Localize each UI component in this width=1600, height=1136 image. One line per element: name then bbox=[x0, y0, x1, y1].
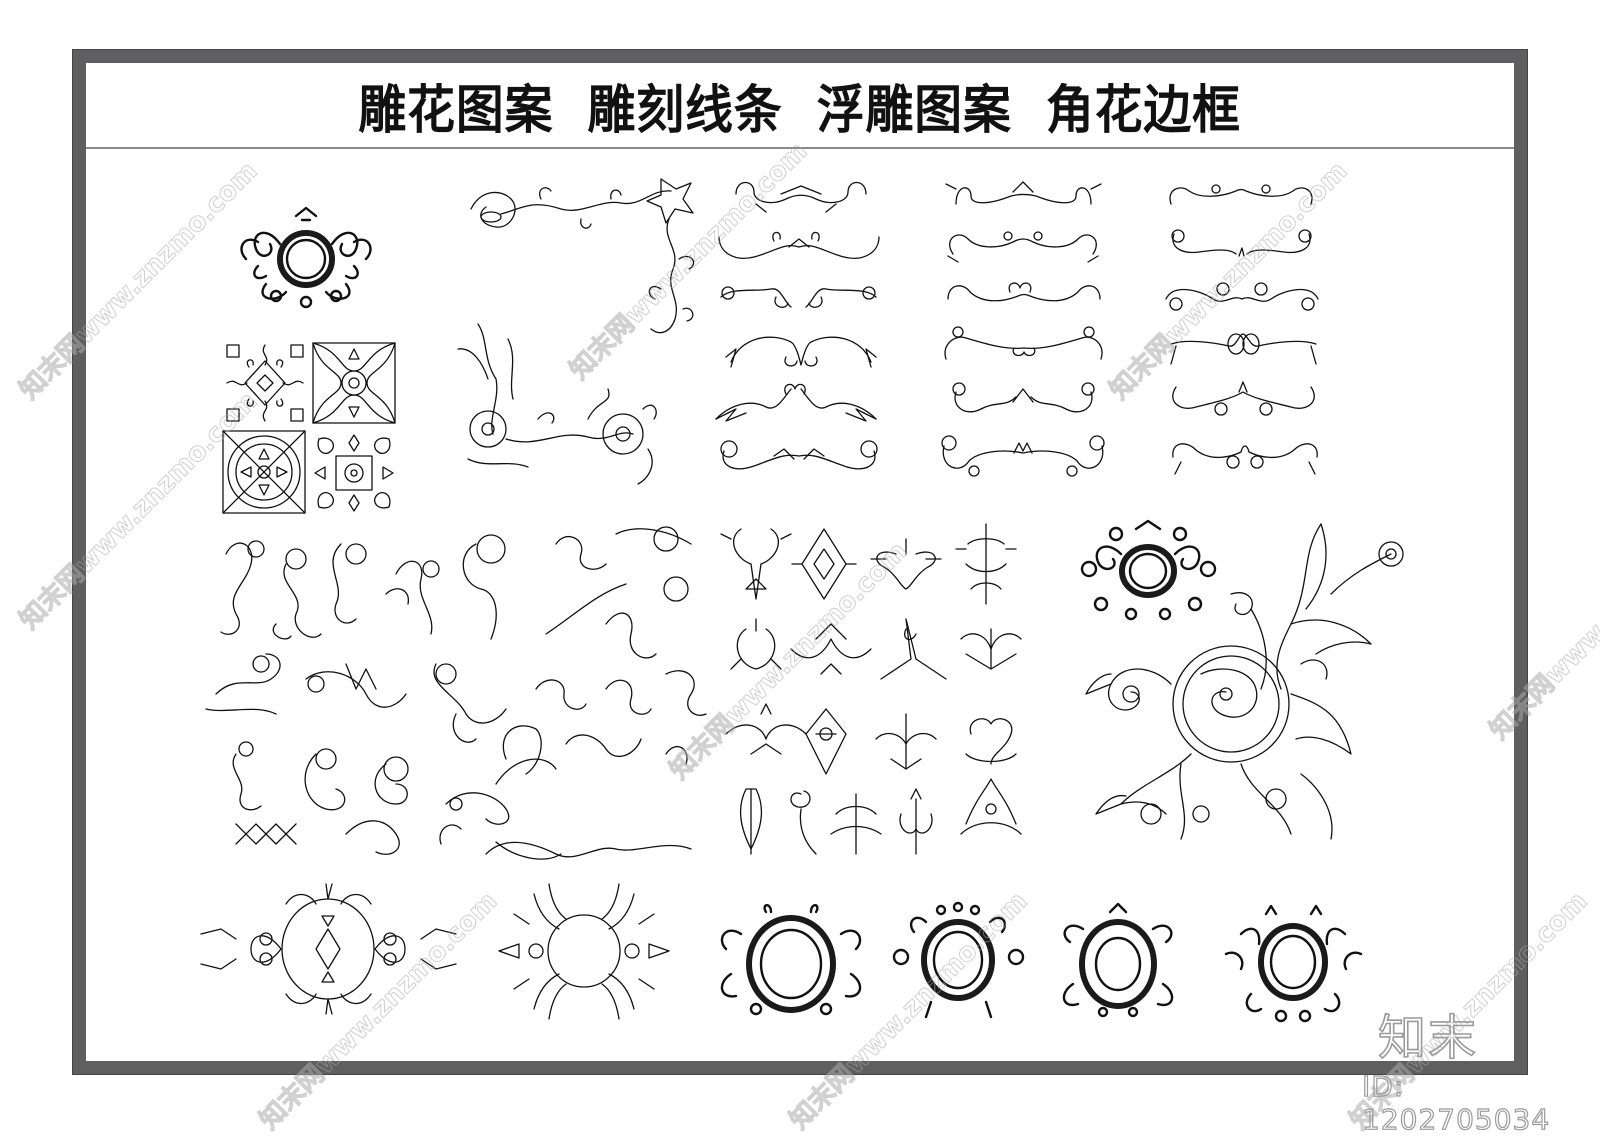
square-tile-4 bbox=[311, 431, 397, 515]
drawing-sheet: 雕花图案 雕刻线条 浮雕图案 角花边框 bbox=[72, 49, 1528, 1075]
corner-floral-top bbox=[461, 169, 701, 344]
bottom-frame-4 bbox=[886, 901, 1031, 1022]
scroll-border bbox=[1164, 224, 1319, 264]
bottom-frame-2 bbox=[494, 874, 674, 1029]
scroll-border bbox=[726, 174, 876, 219]
bottom-frame-5 bbox=[1048, 902, 1188, 1019]
large-corner-scroll bbox=[1081, 514, 1421, 854]
scroll-border bbox=[938, 224, 1108, 264]
scroll-border bbox=[714, 431, 884, 476]
scroll-border bbox=[1161, 324, 1326, 369]
ornament-canvas bbox=[86, 149, 1514, 1061]
corner-floral-bottom bbox=[438, 319, 668, 489]
scroll-medallion bbox=[1071, 519, 1226, 629]
square-tile-3 bbox=[221, 429, 307, 515]
square-tile-1 bbox=[223, 341, 307, 425]
brand-watermark: 知末 bbox=[1377, 1009, 1479, 1067]
sheet-title: 雕花图案 雕刻线条 浮雕图案 角花边框 bbox=[358, 80, 1242, 141]
bottom-frame-3 bbox=[706, 904, 876, 1024]
bottom-frame-1 bbox=[196, 874, 461, 1024]
scroll-border bbox=[714, 227, 884, 267]
bottom-frame-6 bbox=[1221, 904, 1366, 1024]
asset-id: ID: 1202705034 bbox=[1361, 1069, 1551, 1136]
scroll-border bbox=[1161, 432, 1329, 477]
scroll-border bbox=[716, 277, 881, 317]
scroll-border bbox=[936, 324, 1111, 369]
medallion-ornament bbox=[236, 204, 376, 314]
scroll-border bbox=[938, 274, 1108, 314]
scroll-border bbox=[1161, 179, 1321, 209]
scroll-border bbox=[1158, 274, 1326, 316]
square-tile-2 bbox=[311, 341, 397, 425]
scroll-border bbox=[1161, 377, 1326, 422]
relief-motifs-group bbox=[706, 519, 1066, 874]
scroll-border bbox=[934, 431, 1112, 479]
scroll-border bbox=[941, 377, 1106, 422]
scroll-border bbox=[941, 174, 1106, 214]
scroll-border bbox=[711, 379, 881, 424]
scroll-border bbox=[721, 327, 881, 372]
title-bar: 雕花图案 雕刻线条 浮雕图案 角花边框 bbox=[86, 63, 1514, 149]
scroll-flourishes-group bbox=[196, 514, 716, 874]
